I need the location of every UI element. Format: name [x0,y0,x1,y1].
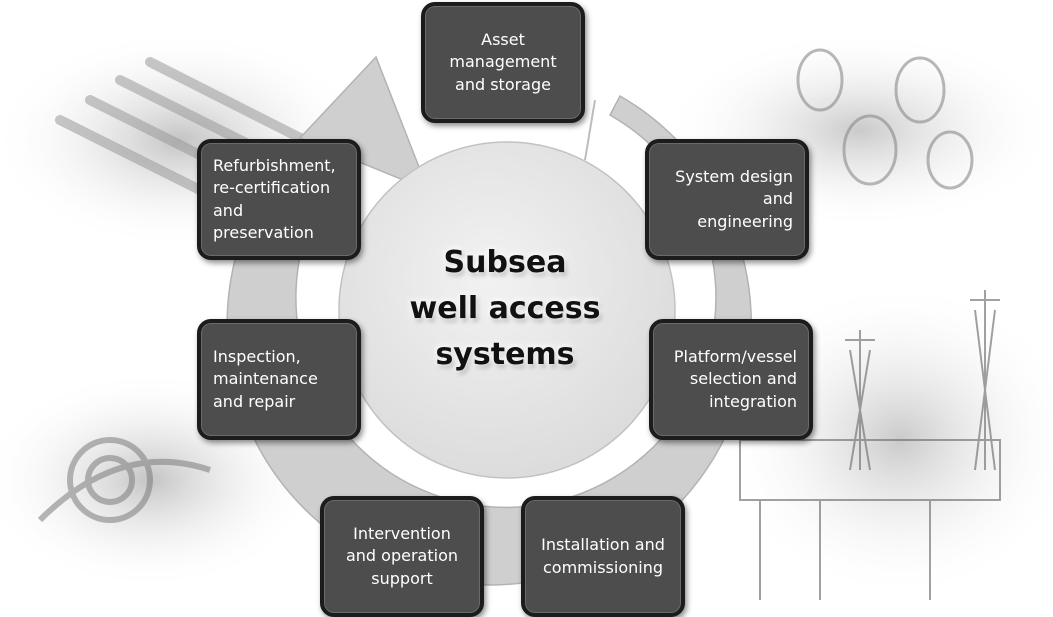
node-label-line: management [449,52,557,72]
node-installation[interactable]: Installation and commissioning [521,496,685,617]
node-label-line: and storage [455,74,551,94]
node-label-line: System design [675,166,793,186]
node-label-line: and operation [345,546,458,566]
cycle-ring [226,55,752,586]
node-asset-management[interactable]: Asset management and storage [421,2,585,123]
center-disc [338,141,676,479]
node-label-line: selection and [689,369,797,389]
node-label-line: Inspection, [213,346,301,366]
node-label-line: preservation [213,223,314,242]
node-label-line: and [213,200,244,220]
center-title: Subsea well access systems [380,240,630,378]
node-label-line: Asset [481,29,525,49]
node-inspection[interactable]: Inspection, maintenance and repair [197,319,361,440]
node-label-line: Intervention [353,523,451,543]
node-label-line: commissioning [543,557,663,577]
node-refurbishment[interactable]: Refurbishment, re-certification and pres… [197,139,361,260]
node-label-line: and [762,189,793,209]
node-label-line: maintenance [213,369,318,389]
node-platform-vessel[interactable]: Platform/vessel selection and integratio… [649,319,813,440]
center-title-line-3: systems [435,337,575,372]
node-label-line: and repair [213,391,296,411]
node-label-line: support [371,568,433,588]
node-intervention[interactable]: Intervention and operation support [320,496,484,617]
node-label-line: Platform/vessel [673,346,797,366]
arrowhead-shape [298,55,430,192]
node-label-line: integration [709,391,797,411]
node-label-line: Refurbishment, [213,155,336,175]
center-title-line-1: Subsea [443,245,567,280]
node-system-design[interactable]: System design and engineering [645,139,809,260]
center-title-line-2: well access [409,291,601,326]
node-label-line: re-certification [213,178,331,197]
node-label-line: Installation and [541,535,665,554]
node-label-line: engineering [697,211,793,231]
